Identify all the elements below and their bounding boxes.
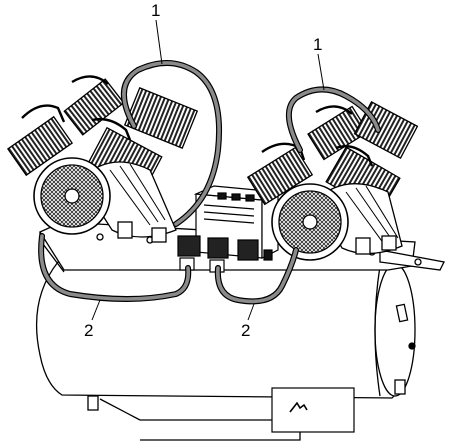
callout-hose-top-left: 1 [151,1,161,20]
name-plate [271,387,355,433]
callout-hose-bottom-right: 2 [241,321,251,340]
hose-lower-inner [39,234,298,304]
hose-upper-inner [122,61,380,226]
callout-hose-bottom-left: 2 [84,321,94,340]
air-tank [35,261,416,441]
leader-lines [91,19,325,321]
compressor-unit-right [246,101,419,261]
control-box [177,185,281,273]
compressor-unit-left [6,75,199,243]
callout-hose-top-right: 1 [313,35,323,54]
